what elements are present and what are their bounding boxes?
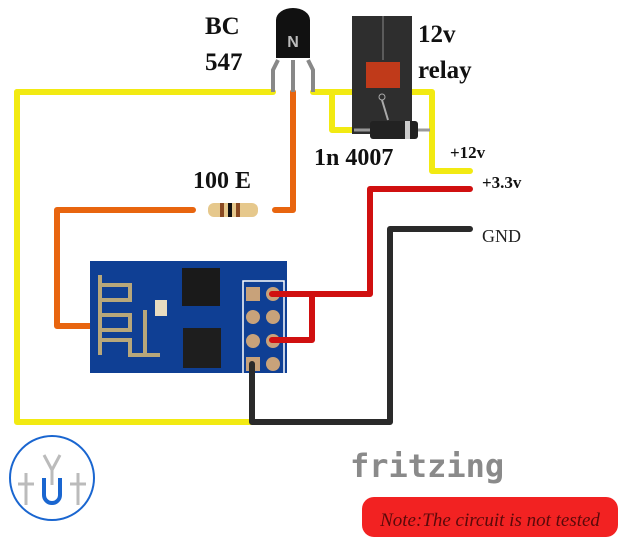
wire-base	[272, 89, 296, 213]
resistor-label: 100 E	[193, 168, 251, 194]
plus12-label: +12v	[450, 143, 486, 162]
transistor-label-1: BC	[205, 13, 240, 40]
yellow-wires	[14, 89, 473, 425]
wire-12v	[407, 89, 473, 174]
note-text: Note:The circuit is not tested	[379, 510, 600, 531]
tut-logo	[9, 435, 95, 521]
transistor-bc547: N	[271, 8, 315, 92]
relay-label-2: relay	[418, 57, 472, 84]
note-badge: Note:The circuit is not tested	[362, 497, 618, 537]
wire-diode-anode	[329, 89, 357, 133]
relay-label-1: 12v	[418, 21, 456, 48]
diode-label: 1n 4007	[314, 145, 393, 171]
transistor-label-2: 547	[205, 49, 243, 76]
transistor-mark: N	[287, 34, 299, 51]
wire-ground-return	[14, 89, 255, 425]
wire-gnd	[249, 226, 473, 425]
relay	[352, 16, 412, 134]
wire-3v3	[269, 186, 473, 343]
esp8266-module	[90, 261, 287, 378]
fritzing-logo: fritzing	[350, 447, 504, 485]
gnd-label: GND	[482, 226, 521, 246]
plus33-label: +3.3v	[482, 173, 522, 192]
diode-1n4007	[354, 121, 430, 139]
resistor	[208, 203, 258, 217]
